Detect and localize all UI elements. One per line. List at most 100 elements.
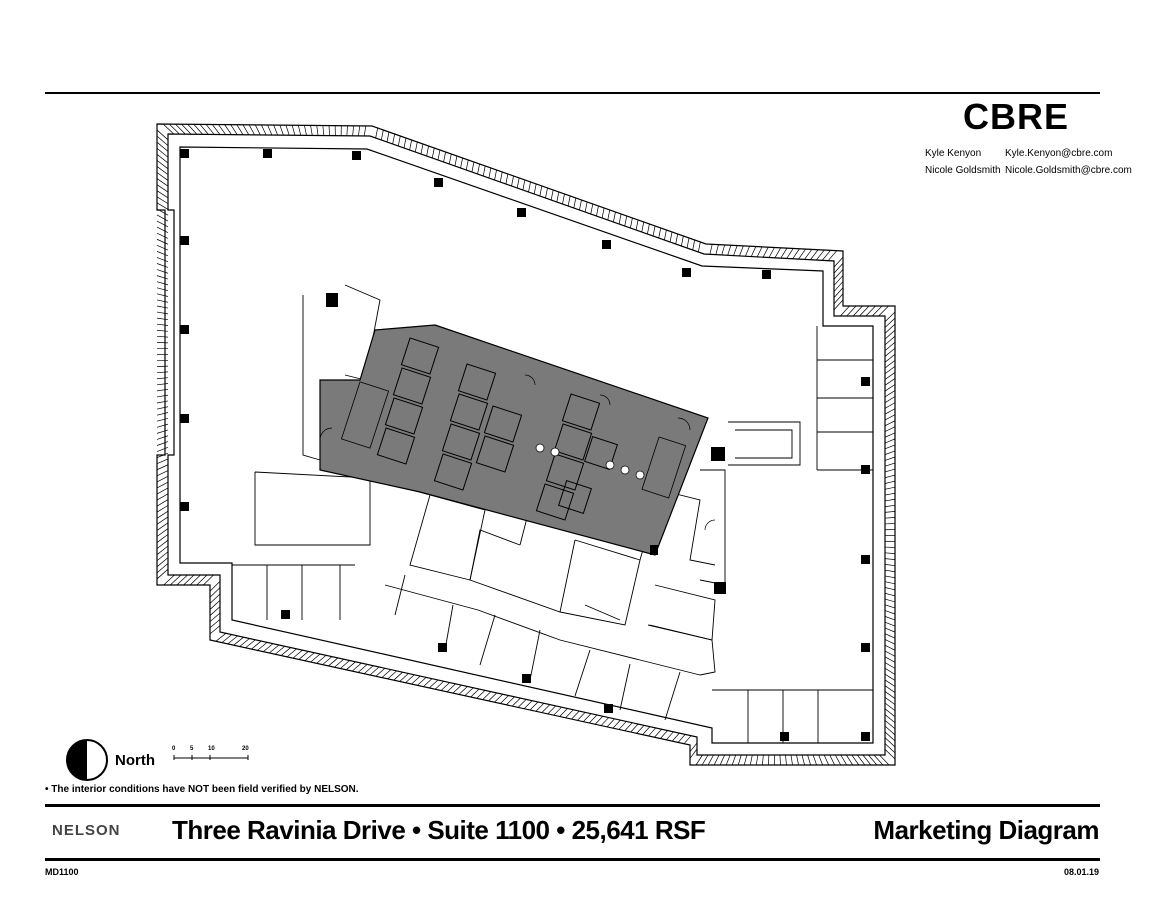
wall-hatch-line (709, 244, 713, 255)
wall-hatch-line (648, 727, 657, 737)
wall-hatch-line (884, 510, 896, 513)
wall-hatch-line (750, 246, 757, 257)
wall-hatch-line (280, 647, 291, 656)
wall-hatch-line (297, 125, 302, 136)
fixture (605, 460, 615, 470)
fixture (620, 465, 630, 475)
wall-hatch-line (833, 293, 844, 305)
wall-hatch-line (567, 195, 571, 207)
wall-hatch-line (833, 256, 844, 268)
wall-hatch-line (762, 754, 764, 766)
wall-hatch-line (316, 655, 327, 664)
wall-hatch-line (571, 710, 580, 720)
wall-hatch-line (589, 714, 598, 724)
wall-hatch-line (884, 390, 896, 398)
wall-hatch-line (681, 235, 684, 247)
wall-hatch-line (833, 275, 844, 286)
stair-west (340, 381, 390, 449)
footer-rule-bottom (45, 858, 1100, 861)
elevator-car (449, 393, 489, 431)
wall-hatch-line (642, 726, 651, 735)
wall-hatch-line (156, 305, 169, 309)
wall-hatch-line (884, 517, 896, 519)
wall-hatch-line (215, 633, 227, 642)
wall-hatch-line (878, 305, 889, 317)
structural-columns (180, 149, 870, 741)
contact-row: Kyle Kenyon Kyle.Kenyon@cbre.com (925, 145, 1132, 162)
column (861, 377, 870, 386)
wall-hatch-line (274, 645, 286, 655)
wall-hatch-line (196, 574, 208, 586)
wall-hatch-line (156, 160, 169, 170)
wall-hatch-line (499, 171, 503, 183)
wall-hatch-line (209, 619, 221, 629)
fixture (535, 443, 545, 453)
elevator-car (441, 423, 481, 461)
wall-hatch-line (420, 143, 424, 155)
wall-hatch-line (612, 719, 621, 729)
wall-hatch-line (156, 499, 169, 507)
wall-hatch-line (857, 754, 866, 766)
wall-hatch-line (528, 181, 531, 193)
wall-hatch-line (156, 423, 169, 428)
wall-hatch-line (392, 133, 395, 145)
wall-hatch-line (535, 703, 545, 712)
contact-email[interactable]: Kyle.Kenyon@cbre.com (1005, 148, 1113, 159)
wall-hatch-line (163, 574, 175, 586)
wall-hatch-line (156, 452, 169, 458)
wall-hatch-line (884, 679, 896, 687)
wall-hatch-line (156, 311, 169, 315)
wall-hatch-line (209, 581, 221, 592)
wall-hatch-line (156, 238, 169, 245)
column (517, 208, 526, 217)
wall-hatch-line (209, 600, 221, 610)
wall-hatch-line (156, 166, 169, 175)
wall-hatch-line (291, 125, 296, 136)
wall-hatch-line (884, 575, 896, 579)
wall-hatch-line (823, 754, 829, 766)
wall-hatch-line (156, 251, 169, 257)
wall-hatch-line (868, 754, 878, 766)
wall-hatch-line (884, 708, 896, 717)
wall-hatch-line (156, 190, 169, 199)
wall-hatch-line (411, 675, 421, 685)
column (180, 414, 189, 423)
wall-hatch-line (505, 173, 509, 185)
wall-hatch-line (386, 131, 390, 143)
column (604, 704, 613, 713)
contact-email[interactable]: Nicole.Goldsmith@cbre.com (1005, 165, 1132, 176)
wall-hatch-line (156, 528, 169, 537)
wall-hatch-line (340, 660, 350, 669)
wall-hatch-line (865, 305, 876, 317)
wall-hatch-line (884, 639, 896, 645)
north-indicator: North (65, 738, 155, 782)
wall-hatch-line (273, 124, 278, 136)
wall-hatch-line (267, 124, 273, 136)
wall-hatch-line (884, 523, 896, 525)
wall-hatch-line (884, 737, 896, 748)
wall-hatch-line (465, 159, 469, 171)
wall-hatch-line (884, 323, 896, 334)
wall-hatch-line (156, 400, 169, 404)
wall-hatch-line (884, 702, 896, 711)
wall-hatch-line (692, 239, 696, 251)
column (180, 325, 189, 334)
wall-hatch-line (884, 486, 896, 490)
wall-hatch-line (156, 522, 169, 531)
wall-hatch-line (292, 649, 303, 659)
elevator-car (433, 453, 473, 491)
wall-hatch-line (884, 696, 896, 705)
wall-hatch-line (156, 317, 169, 321)
wall-hatch-line (488, 167, 492, 179)
wall-hatch-line (652, 225, 656, 237)
wall-hatch-line (156, 287, 169, 292)
wall-hatch-line (156, 394, 169, 398)
wall-hatch-line (351, 662, 362, 672)
wall-hatch-line (786, 248, 794, 259)
wall-hatch-line (884, 384, 896, 392)
wall-hatch-line (671, 732, 680, 742)
wall-hatch-line (884, 456, 896, 461)
wall-hatch-line (156, 135, 169, 146)
wall-hatch-line (539, 185, 543, 197)
wall-hatch-line (884, 564, 896, 567)
